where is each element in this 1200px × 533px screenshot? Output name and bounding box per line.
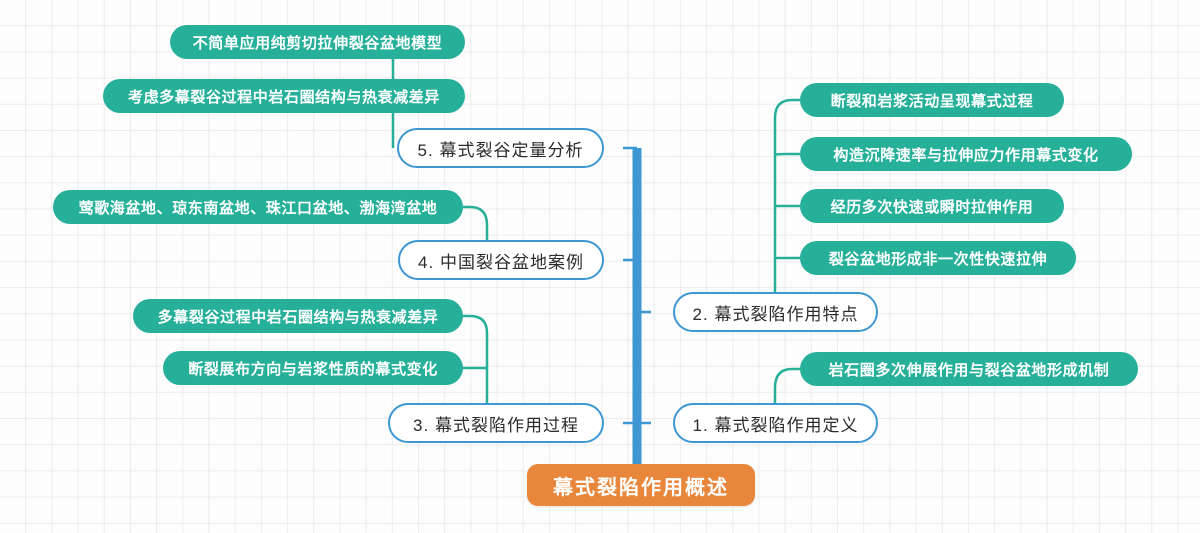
branch-node-4-label: 4. 中国裂谷盆地案例 [418,252,584,272]
edge-b2-c2 [773,152,800,157]
branch-node-1-label: 1. 幕式裂陷作用定义 [692,415,859,435]
leaf-node-b3c1-label: 多幕裂谷过程中岩石圈结构与热衰减差异 [157,308,439,326]
branch-node-5-label: 5. 幕式裂谷定量分析 [417,140,584,160]
branch-node-3-label: 3. 幕式裂陷作用过程 [413,415,579,435]
leaf-node-b5c1[interactable]: 不简单应用纯剪切拉伸裂谷盆地模型 [170,25,465,59]
leaf-node-b4c1[interactable]: 莺歌海盆地、琼东南盆地、珠江口盆地、渤海湾盆地 [53,190,463,224]
leaf-node-b2c2[interactable]: 构造沉降速率与拉伸应力作用幕式变化 [800,137,1132,171]
leaf-node-b2c1-label: 断裂和岩浆活动呈现幕式过程 [830,92,1034,110]
leaf-node-b3c2[interactable]: 断裂展布方向与岩浆性质的幕式变化 [163,351,463,385]
leaf-node-b5c2[interactable]: 考虑多幕裂谷过程中岩石圈结构与热衰减差异 [103,79,465,113]
branch-node-1[interactable]: 1. 幕式裂陷作用定义 [673,403,878,443]
leaf-node-b5c1-label: 不简单应用纯剪切拉伸裂谷盆地模型 [192,34,443,52]
edge-b2-stem [773,98,800,312]
branch-node-2[interactable]: 2. 幕式裂陷作用特点 [673,292,878,332]
leaf-node-b1c1[interactable]: 岩石圈多次伸展作用与裂谷盆地形成机制 [800,352,1138,386]
leaf-node-b2c3[interactable]: 经历多次快速或瞬时拉伸作用 [800,189,1064,223]
branch-node-5[interactable]: 5. 幕式裂谷定量分析 [397,128,604,168]
leaf-node-b1c1-label: 岩石圈多次伸展作用与裂谷盆地形成机制 [828,361,1110,379]
root-node-label: 幕式裂陷作用概述 [553,476,729,499]
leaf-node-b2c4[interactable]: 裂谷盆地形成非一次性快速拉伸 [800,241,1076,275]
branch-node-2-label: 2. 幕式裂陷作用特点 [692,304,859,324]
leaf-node-b2c3-label: 经历多次快速或瞬时拉伸作用 [830,198,1034,216]
leaf-node-b3c1[interactable]: 多幕裂谷过程中岩石圈结构与热衰减差异 [133,299,463,333]
root-node[interactable]: 幕式裂陷作用概述 [527,464,755,506]
leaf-node-b3c2-label: 断裂展布方向与岩浆性质的幕式变化 [188,360,438,378]
leaf-node-b4c1-label: 莺歌海盆地、琼东南盆地、珠江口盆地、渤海湾盆地 [78,199,438,217]
leaf-node-b2c2-label: 构造沉降速率与拉伸应力作用幕式变化 [833,146,1099,164]
branch-node-3[interactable]: 3. 幕式裂陷作用过程 [388,403,604,443]
branch-node-4[interactable]: 4. 中国裂谷盆地案例 [398,240,604,280]
leaf-node-b2c4-label: 裂谷盆地形成非一次性快速拉伸 [828,250,1048,268]
leaf-node-b2c1[interactable]: 断裂和岩浆活动呈现幕式过程 [800,83,1064,117]
leaf-node-b5c2-label: 考虑多幕裂谷过程中岩石圈结构与热衰减差异 [127,88,440,106]
